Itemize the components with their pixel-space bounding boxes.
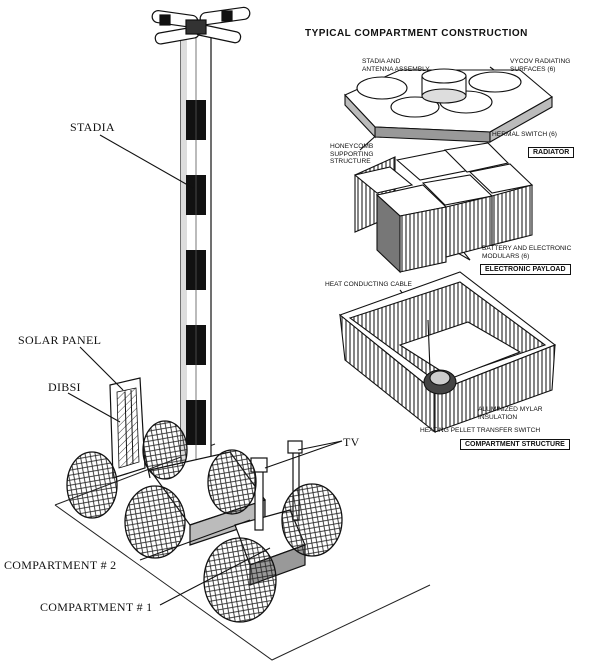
solar-panel (109, 377, 146, 479)
wheel (142, 420, 188, 480)
payload-illustration (353, 142, 534, 274)
wheel (66, 451, 118, 519)
label-solar-panel: SOLAR PANEL (18, 333, 102, 347)
label-compartment-2: COMPARTMENT # 2 (4, 558, 117, 572)
label-tv: TV (343, 435, 360, 449)
label-mylar: ALUMINIZED MYLAR INSULATION (478, 406, 543, 421)
compartment-box-label: COMPARTMENT STRUCTURE (460, 439, 570, 450)
label-pellet-switch: HEATING PELLET TRANSFER SWITCH (420, 427, 541, 434)
label-heat-cable: HEAT CONDUCTING CABLE (325, 281, 412, 288)
wheels (66, 420, 343, 623)
wheel (124, 485, 186, 559)
stadia-mast (180, 29, 212, 476)
payload-box-label: ELECTRONIC PAYLOAD (480, 264, 571, 275)
radiator-box-label: RADIATOR (528, 147, 575, 158)
label-stadia-antenna: STADIA AND ANTENNA ASSEMBLY (362, 58, 430, 73)
antenna-assembly (151, 6, 251, 45)
label-battery-modulars: BATTERY AND ELECTRONIC MODULARS (6) (482, 245, 572, 260)
label-honeycomb: HONEYCOMB SUPPORTING STRUCTURE (330, 143, 374, 165)
label-compartment-1: COMPARTMENT # 1 (40, 600, 153, 614)
compartment-illustration (338, 271, 557, 434)
label-stadia: STADIA (70, 120, 115, 134)
wheel (207, 449, 257, 515)
wheel (281, 483, 343, 557)
label-dibsi: DIBSI (48, 380, 81, 394)
wheel (203, 537, 277, 623)
page-title: TYPICAL COMPARTMENT CONSTRUCTION (305, 28, 528, 39)
label-vycov: VYCOV RADIATING SURFACES (6) (510, 58, 571, 73)
label-thermal-switch: THERMAL SWITCH (6) (488, 131, 557, 138)
radiator-illustration (344, 68, 553, 143)
